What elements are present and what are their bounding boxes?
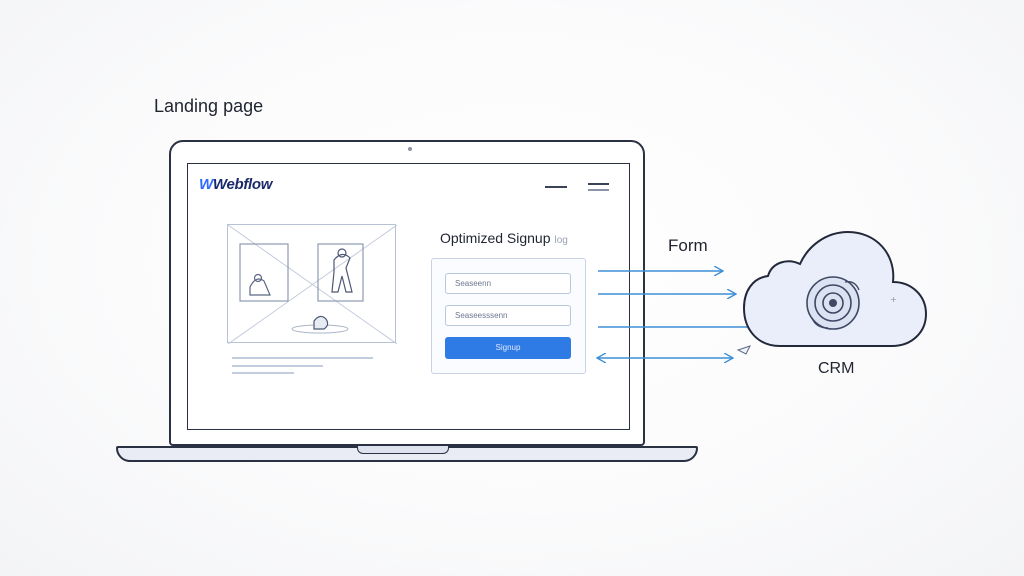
crm-gear-icon (806, 276, 860, 330)
hero-text-line (232, 357, 373, 359)
hero-text-line (232, 372, 294, 374)
email-input[interactable]: Seaseesssenn (445, 305, 571, 326)
hamburger-icon[interactable] (588, 183, 609, 191)
hero-illustration-drawing (227, 224, 398, 345)
hero-text-line (232, 365, 323, 367)
hamburger-line (588, 183, 609, 185)
paper-plane-icon (736, 345, 751, 355)
landing-page-label: Landing page (154, 96, 264, 116)
laptop-camera (408, 147, 412, 151)
webflow-logo-mark: W (199, 176, 213, 193)
name-input[interactable]: Seaseenn (445, 273, 571, 294)
signup-button[interactable]: Signup (445, 337, 571, 359)
signup-headline-text: Optimized Signup (440, 230, 551, 246)
sparkle-icon: + (890, 295, 897, 304)
hamburger-line (588, 189, 609, 191)
form-label: Form (668, 236, 708, 255)
hero-illustration (227, 224, 398, 345)
signup-headline-tag: log (554, 235, 568, 246)
laptop-notch (357, 446, 449, 454)
crm-label: CRM (818, 360, 855, 377)
menu-icon-line[interactable] (545, 186, 567, 188)
webflow-logo[interactable]: WWebflow (199, 176, 272, 193)
webflow-logo-text: Webflow (212, 176, 273, 193)
